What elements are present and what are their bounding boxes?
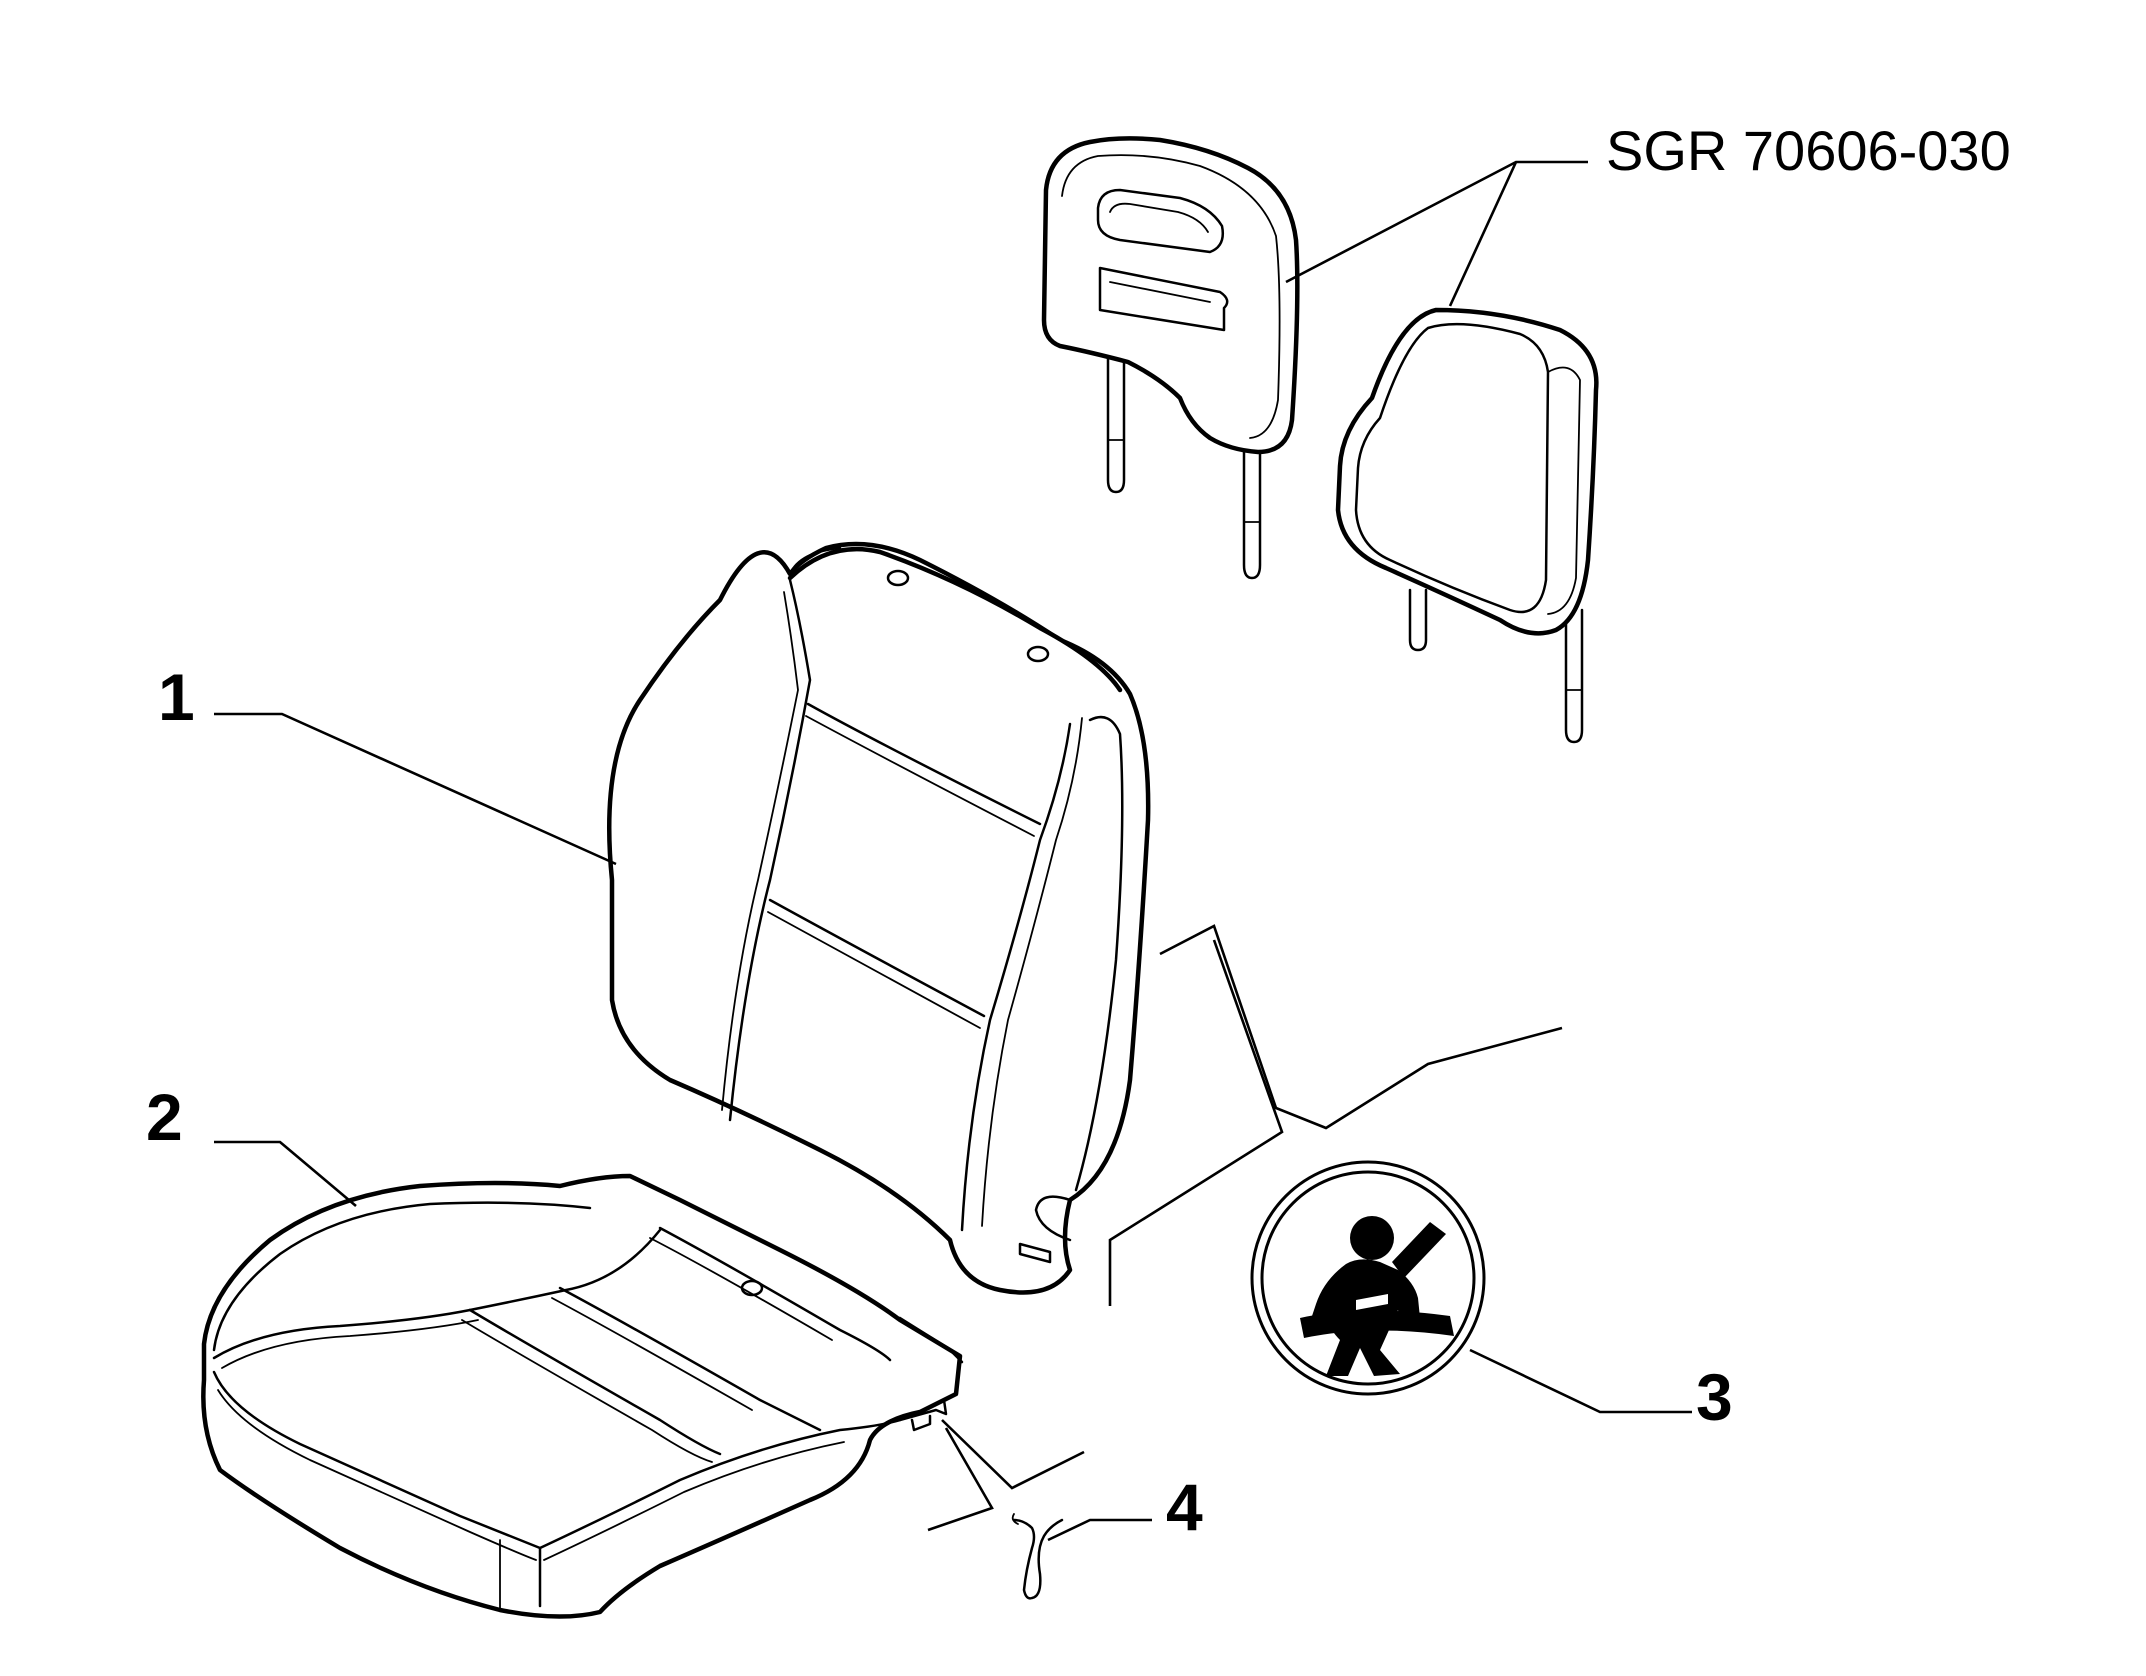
callout-2: 2 xyxy=(146,1080,183,1154)
seat-belt-icon xyxy=(1300,1216,1454,1376)
headrest-front xyxy=(1041,136,1300,580)
leader-mount-2 xyxy=(1108,939,1284,1306)
leader-2 xyxy=(214,1140,357,1207)
leader-4 xyxy=(1047,1518,1152,1542)
callout-3: 3 xyxy=(1696,1360,1733,1434)
seat-backrest xyxy=(606,541,1151,1295)
leader-mount xyxy=(1159,924,1563,1130)
reference-label: SGR 70606-030 xyxy=(1606,119,2011,182)
seat-cushion xyxy=(201,1173,964,1619)
leader-lines xyxy=(214,160,1692,1542)
seat-belt-sticker xyxy=(1250,1160,1486,1396)
callout-1: 1 xyxy=(158,660,195,734)
callout-4: 4 xyxy=(1166,1470,1203,1544)
leader-4-bracket-2 xyxy=(927,1427,994,1532)
headrest-rear xyxy=(1335,307,1599,744)
leader-3 xyxy=(1469,1348,1692,1414)
leader-4-bracket xyxy=(941,1419,1085,1490)
leader-sgr-branch xyxy=(1448,161,1518,307)
hook-clip xyxy=(1011,1513,1064,1600)
leader-sgr xyxy=(1285,160,1588,284)
leader-1 xyxy=(214,712,617,866)
